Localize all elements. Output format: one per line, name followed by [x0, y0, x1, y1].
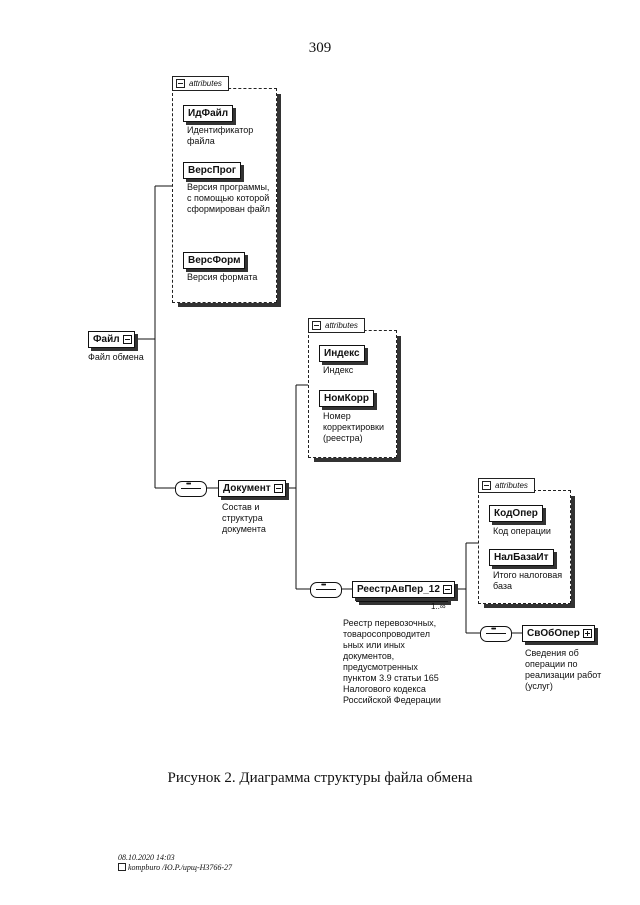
document-element-description: Состав и структура документа: [222, 502, 266, 534]
attributes-label: attributes: [189, 79, 222, 88]
operation-element-label: СвОбОпер: [527, 628, 580, 639]
file-element[interactable]: Файл: [88, 331, 135, 348]
attribute-kodoper-label: КодОпер: [494, 508, 538, 519]
attribute-kodoper-description: Код операции: [493, 526, 551, 536]
document-footer: 08.10.2020 14:03 kompburo /Ю.Р./ирщ-НЗ76…: [118, 853, 232, 873]
attribute-idfile-label: ИдФайл: [188, 108, 229, 119]
document-attributes-tab[interactable]: attributes: [308, 318, 365, 333]
attribute-idfile-description: Идентификатор файла: [187, 125, 254, 146]
attribute-versform-description: Версия формата: [187, 272, 258, 282]
document-element-label: Документ: [223, 483, 271, 494]
sequence-icon: [175, 481, 207, 497]
sequence-icon: [480, 626, 512, 642]
page-number: 309: [308, 40, 332, 56]
footer-path: kompburo /Ю.Р./ирщ-НЗ766-27: [128, 863, 233, 872]
attribute-idfile[interactable]: ИдФайл: [183, 105, 234, 122]
attribute-nomkorr[interactable]: НомКорр: [319, 390, 375, 407]
operation-element[interactable]: СвОбОпер: [522, 625, 595, 642]
collapse-icon[interactable]: [312, 321, 321, 330]
attribute-nomkorr-description: Номер корректировки (реестра): [323, 411, 385, 443]
document-icon: [118, 863, 126, 871]
attribute-nalbazait-description: Итого налоговая база: [493, 570, 563, 591]
document-element[interactable]: Документ: [218, 480, 286, 497]
collapse-icon[interactable]: [482, 481, 491, 490]
attribute-nalbazait[interactable]: НалБазаИт: [489, 549, 554, 566]
registry-attributes-tab[interactable]: attributes: [478, 478, 535, 493]
file-attributes-tab[interactable]: attributes: [172, 76, 229, 91]
attribute-index-description: Индекс: [323, 365, 354, 375]
attribute-versform-label: ВерсФорм: [188, 255, 241, 266]
attribute-versprog[interactable]: ВерсПрог: [183, 162, 242, 179]
registry-element[interactable]: РеестрАвПер_12: [352, 581, 455, 598]
registry-element-label: РеестрАвПер_12: [357, 584, 440, 595]
attributes-label: attributes: [325, 321, 358, 330]
registry-element-description: Реестр перевозочных, товаросопроводител …: [343, 618, 441, 705]
expand-icon[interactable]: [582, 629, 592, 638]
collapse-icon[interactable]: [442, 585, 452, 594]
file-element-label: Файл: [93, 334, 120, 345]
operation-element-description: Сведения об операции по реализации работ…: [525, 648, 602, 691]
figure-caption: Рисунок 2. Диаграмма структуры файла обм…: [167, 770, 473, 786]
attributes-label: attributes: [495, 481, 528, 490]
attribute-nalbazait-label: НалБазаИт: [494, 552, 549, 563]
attribute-nomkorr-label: НомКорр: [324, 393, 370, 404]
file-element-description: Файл обмена: [88, 352, 144, 362]
collapse-icon[interactable]: [176, 79, 185, 88]
collapse-icon[interactable]: [273, 484, 283, 493]
attribute-index-label: Индекс: [324, 348, 360, 359]
attribute-versprog-label: ВерсПрог: [188, 165, 237, 176]
attribute-versform[interactable]: ВерсФорм: [183, 252, 246, 269]
sequence-icon: [310, 582, 342, 598]
attribute-kodoper[interactable]: КодОпер: [489, 505, 543, 522]
footer-date: 08.10.2020 14:03: [118, 853, 175, 862]
registry-multiplicity: 1..∞: [431, 602, 446, 611]
attribute-index[interactable]: Индекс: [319, 345, 365, 362]
collapse-icon[interactable]: [122, 335, 132, 344]
attribute-versprog-description: Версия программы, с помощью которой сфор…: [187, 182, 270, 214]
